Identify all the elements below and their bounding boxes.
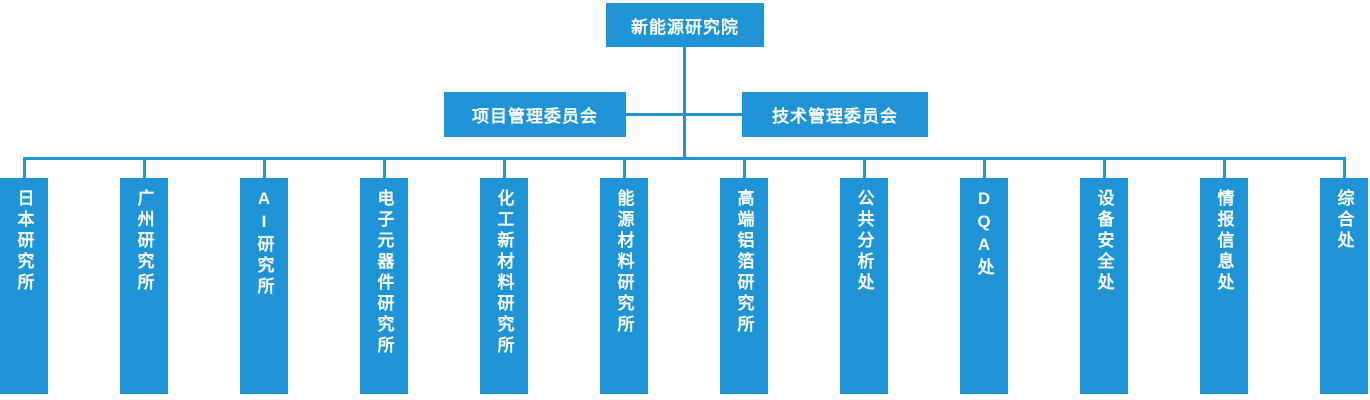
connector-department-drop-6 (743, 157, 746, 178)
connector-department-drop-10 (1223, 157, 1226, 178)
org-node-department-5[interactable]: 能源材料研究所 (600, 178, 648, 394)
connector-department-drop-3 (383, 157, 386, 178)
connector-department-drop-2 (263, 157, 266, 178)
org-node-department-6[interactable]: 高端铝箔研究所 (720, 178, 768, 394)
org-node-root[interactable]: 新能源研究院 (606, 3, 764, 47)
connector-department-drop-1 (143, 157, 146, 178)
connector-department-drop-8 (983, 157, 986, 178)
org-node-department-8-label: DQA处 (974, 189, 994, 279)
org-node-department-2-label: AI研究所 (254, 189, 274, 298)
org-node-department-5-label: 能源材料研究所 (614, 189, 634, 336)
org-node-department-1-label: 广州研究所 (134, 189, 154, 294)
org-node-department-3[interactable]: 电子元器件研究所 (360, 178, 408, 394)
org-node-department-4-label: 化工新材料研究所 (494, 189, 514, 357)
org-node-department-2[interactable]: AI研究所 (240, 178, 288, 394)
org-node-department-10[interactable]: 情报信息处 (1200, 178, 1248, 394)
org-node-department-0[interactable]: 日本研究所 (0, 178, 48, 394)
org-node-department-9[interactable]: 设备安全处 (1080, 178, 1128, 394)
org-node-department-3-label: 电子元器件研究所 (374, 189, 394, 357)
org-node-department-11[interactable]: 综合处 (1320, 178, 1368, 394)
connector-root-trunk (683, 47, 686, 160)
connector-department-drop-4 (503, 157, 506, 178)
connector-department-drop-7 (863, 157, 866, 178)
org-node-department-8[interactable]: DQA处 (960, 178, 1008, 394)
org-node-committee-0-label: 项目管理委员会 (472, 107, 598, 126)
connector-department-drop-9 (1103, 157, 1106, 178)
org-node-committee-1[interactable]: 技术管理委员会 (742, 92, 928, 137)
org-node-department-11-label: 综合处 (1334, 189, 1354, 252)
org-node-department-0-label: 日本研究所 (14, 189, 34, 294)
connector-department-drop-11 (1343, 157, 1346, 178)
org-node-department-10-label: 情报信息处 (1214, 189, 1234, 294)
org-node-department-9-label: 设备安全处 (1094, 189, 1114, 294)
org-node-committee-0[interactable]: 项目管理委员会 (444, 92, 626, 137)
connector-department-drop-5 (623, 157, 626, 178)
org-node-committee-1-label: 技术管理委员会 (772, 107, 898, 126)
connector-committee-0-link (626, 113, 684, 116)
org-node-department-1[interactable]: 广州研究所 (120, 178, 168, 394)
org-node-department-4[interactable]: 化工新材料研究所 (480, 178, 528, 394)
org-node-department-6-label: 高端铝箔研究所 (734, 189, 754, 336)
connector-department-drop-0 (23, 157, 26, 178)
org-node-department-7[interactable]: 公共分析处 (840, 178, 888, 394)
connector-department-bus (23, 157, 1346, 160)
connector-committee-1-link (684, 113, 742, 116)
org-node-root-label: 新能源研究院 (631, 17, 739, 37)
org-node-department-7-label: 公共分析处 (854, 189, 874, 294)
